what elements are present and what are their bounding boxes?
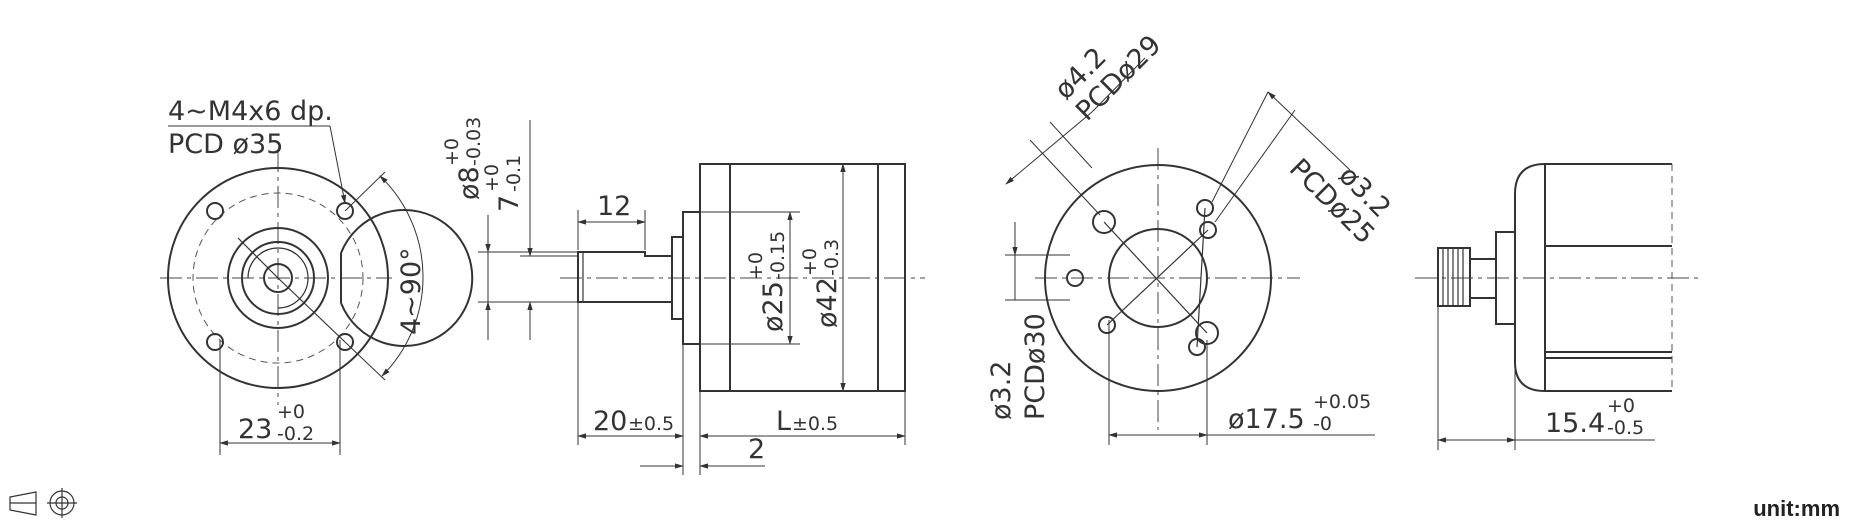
flat-length-label: 12 — [597, 191, 631, 222]
body-length-tol: ±0.5 — [792, 413, 838, 435]
third-angle-projection-icon — [9, 488, 77, 518]
angle-label: 4~90° — [396, 247, 427, 335]
boss-dia-label: ø17.5 — [1228, 404, 1305, 435]
flat-upper-tol: +0 — [481, 164, 503, 192]
front-view-labels: 4~M4x6 dp. PCD ø35 4~90° 23 +0 -0.2 — [168, 96, 427, 445]
encoder-view-labels: 15.4 +0 -0.5 — [1545, 395, 1644, 439]
pilot-dia-upper-tol: +0 — [745, 252, 767, 280]
hole-c-label: ø3.2 — [986, 361, 1017, 420]
side-view-labels: ø8 +0 -0.03 7 +0 -0.1 12 ø25 +0 -0.15 ø4… — [441, 117, 843, 465]
encoder-length-label: 15.4 — [1545, 408, 1605, 439]
encoder-length-lower-tol: -0.5 — [1607, 417, 1644, 439]
encoder-view — [1415, 163, 1700, 450]
shaft-dia-lower-tol: -0.03 — [463, 117, 485, 166]
boss-lower-tol: -0 — [1313, 413, 1332, 435]
width-lower-tol: -0.2 — [277, 423, 314, 445]
width-upper-tol: +0 — [277, 401, 305, 423]
pilot-dia-label: ø25 — [758, 281, 789, 332]
shaft-length-label: 20 — [593, 406, 627, 437]
unit-note: unit:mm — [1753, 496, 1840, 521]
rear-view — [1005, 57, 1375, 445]
width-label: 23 — [238, 414, 272, 445]
shaft-length-tol: ±0.5 — [628, 413, 674, 435]
boss-upper-tol: +0.05 — [1313, 391, 1371, 413]
flat-lower-tol: -0.1 — [503, 155, 525, 192]
encoder-length-upper-tol: +0 — [1607, 395, 1635, 417]
flat-label: 7 — [494, 195, 525, 212]
body-dia-lower-tol: -0.3 — [821, 239, 843, 276]
front-view — [160, 125, 474, 455]
holes-callout: 4~M4x6 dp. — [168, 96, 333, 127]
body-length-label: L — [776, 406, 791, 437]
side-view — [478, 120, 925, 475]
body-dia-label: ø42 — [812, 277, 843, 328]
shaft-dia-label: ø8 — [454, 166, 485, 200]
pilot-dia-lower-tol: -0.15 — [767, 231, 789, 280]
body-dia-upper-tol: +0 — [799, 248, 821, 276]
shaft-dia-upper-tol: +0 — [441, 138, 463, 166]
pilot-length-label: 2 — [748, 434, 765, 465]
pcd-callout: PCD ø35 — [168, 129, 283, 160]
pcd-c-label: PCDø30 — [1020, 313, 1051, 420]
rear-view-labels: ø4.2 PCDø29 PCDø25 ø3.2 ø3.2 PCDø30 ø17.… — [986, 29, 1396, 435]
